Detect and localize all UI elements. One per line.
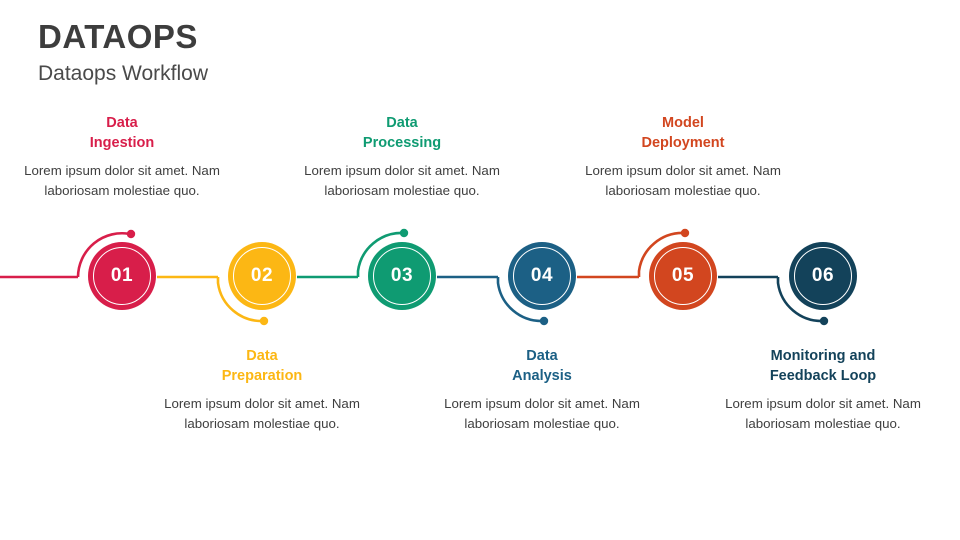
- arc-dot-step-4: [539, 316, 549, 326]
- step-description-03: Lorem ipsum dolor sit amet. Nam laborios…: [304, 163, 500, 198]
- step-text-05: Model Deployment Lorem ipsum dolor sit a…: [575, 113, 791, 200]
- arc-step-4: [496, 277, 544, 323]
- step-node-03[interactable]: 03: [368, 242, 436, 310]
- step-ring-05: [654, 247, 712, 305]
- arc-step-6: [776, 277, 824, 323]
- step-description-05: Lorem ipsum dolor sit amet. Nam laborios…: [585, 163, 781, 198]
- page-title: DATAOPS: [38, 18, 198, 55]
- step-title-03: Data Processing: [362, 115, 442, 151]
- step-description-02: Lorem ipsum dolor sit amet. Nam laborios…: [164, 396, 360, 431]
- arc-step-2: [216, 277, 264, 323]
- step-number-04: 04: [530, 265, 554, 286]
- step-description-01: Lorem ipsum dolor sit amet. Nam laborios…: [24, 163, 220, 198]
- step-ring-06: [794, 247, 852, 305]
- step-title-05: Model Deployment: [641, 115, 725, 151]
- step-ring-03: [373, 247, 431, 305]
- step-node-02[interactable]: 02: [228, 242, 296, 310]
- step-title-06: Monitoring and Feedback Loop: [769, 348, 877, 384]
- step-number-03: 03: [390, 265, 414, 286]
- step-ring-02: [233, 247, 291, 305]
- step-number-06: 06: [811, 265, 835, 286]
- step-text-03: Data Processing Lorem ipsum dolor sit am…: [294, 113, 510, 200]
- arc-step-1: [76, 232, 131, 278]
- step-text-06: Monitoring and Feedback Loop Lorem ipsum…: [715, 346, 931, 433]
- step-text-04: Data Analysis Lorem ipsum dolor sit amet…: [434, 346, 650, 433]
- arc-dot-step-5: [680, 228, 690, 238]
- step-node-01[interactable]: 01: [88, 242, 156, 310]
- arc-dot-step-1: [126, 229, 136, 239]
- arc-step-5: [637, 231, 685, 277]
- step-ring-04: [513, 247, 571, 305]
- slide-header: DATAOPS Dataops Workflow: [38, 16, 208, 88]
- arc-step-3: [356, 231, 404, 277]
- step-description-06: Lorem ipsum dolor sit amet. Nam laborios…: [725, 396, 921, 431]
- step-text-01: Data Ingestion Lorem ipsum dolor sit ame…: [14, 113, 230, 200]
- arc-dot-step-6: [819, 316, 829, 326]
- arc-dot-step-2: [259, 316, 269, 326]
- arc-dot-step-3: [399, 228, 409, 238]
- step-description-04: Lorem ipsum dolor sit amet. Nam laborios…: [444, 396, 640, 431]
- step-text-02: Data Preparation Lorem ipsum dolor sit a…: [154, 346, 370, 433]
- step-node-06[interactable]: 06: [789, 242, 857, 310]
- step-title-02: Data Preparation: [221, 348, 303, 384]
- step-number-02: 02: [250, 265, 274, 286]
- step-title-01: Data Ingestion: [89, 115, 155, 151]
- page-subtitle: Dataops Workflow: [38, 62, 209, 85]
- step-ring-01: [93, 247, 151, 305]
- step-number-01: 01: [110, 265, 134, 286]
- step-node-05[interactable]: 05: [649, 242, 717, 310]
- step-number-05: 05: [671, 265, 695, 286]
- step-node-04[interactable]: 04: [508, 242, 576, 310]
- step-title-04: Data Analysis: [512, 348, 572, 384]
